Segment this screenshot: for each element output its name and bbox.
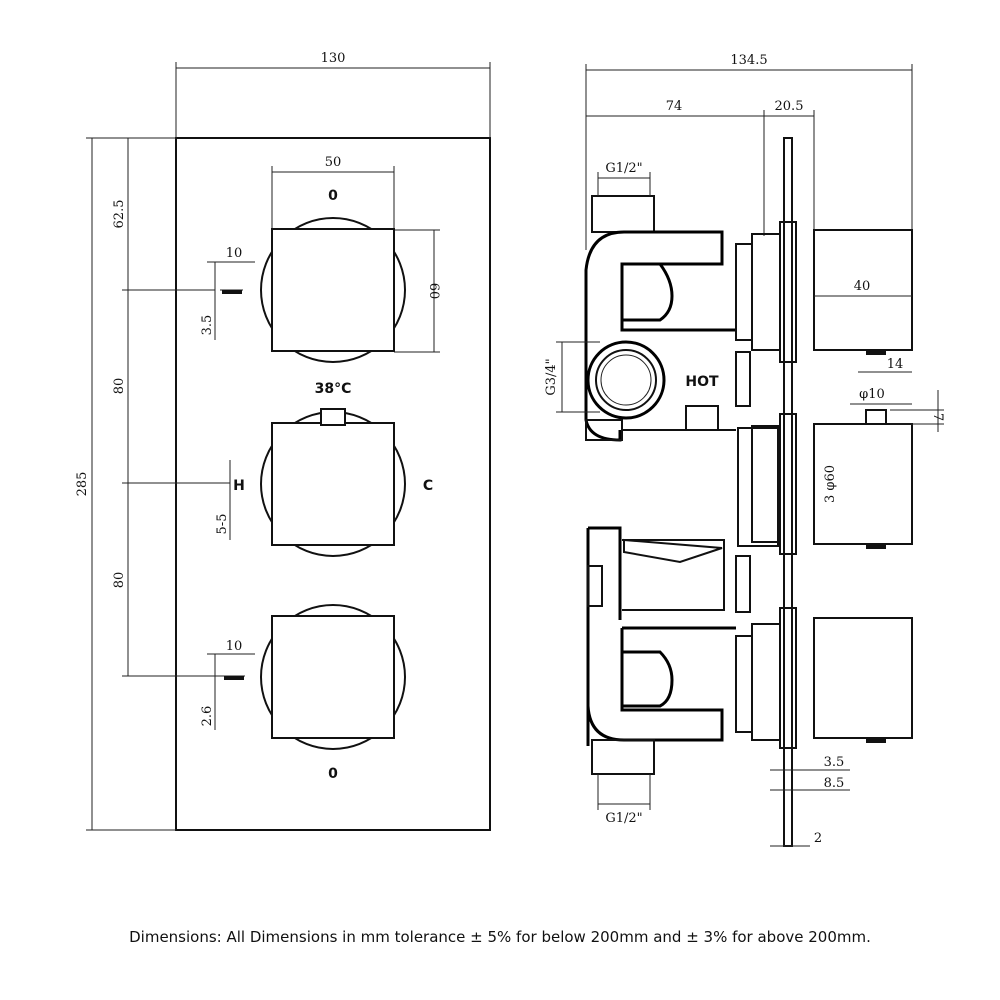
dim-lower-detail-width: 10 [226, 639, 243, 654]
hot-label: HOT [685, 374, 719, 390]
top-handle-mark: 0 [328, 188, 338, 204]
valve-body-bottom [586, 626, 736, 742]
bottom-handle [260, 604, 406, 750]
dim-handle-length: 40 [854, 279, 871, 294]
dim-pin-diameter: φ10 [859, 387, 885, 402]
side-view: 134.5 74 20.5 G1/2" G3/4" HOT [544, 53, 945, 847]
hot-inlet-port [586, 340, 666, 420]
dim-bottom-outlet: G1/2" [605, 811, 642, 826]
dim-top-inlet: G1/2" [605, 161, 642, 176]
dim-middle-detail-height: 5-5 [215, 514, 230, 535]
dim-pin-height: 7 [930, 413, 945, 421]
bottom-handle-mark: 0 [328, 766, 338, 782]
dim-upper-detail-height: 3.5 [200, 315, 215, 336]
valve-body-top [584, 230, 736, 442]
top-handle [260, 217, 406, 363]
dim-plate-thickness-b: 8.5 [824, 776, 845, 791]
dim-top-offset: 62.5 [112, 200, 127, 229]
dim-spacing-1: 80 [112, 378, 127, 395]
dim-overall-width: 130 [321, 51, 346, 66]
wall-plate [783, 137, 793, 847]
dim-plate-thickness-a: 3.5 [824, 755, 845, 770]
side-handle-middle [813, 423, 913, 545]
dim-plate-to-handle: 20.5 [775, 99, 804, 114]
dim-hot-inlet: G3/4" [544, 358, 559, 395]
cold-mark: C [423, 478, 433, 494]
dim-overall-depth: 134.5 [730, 53, 767, 68]
lower-indicator-detail [207, 653, 255, 730]
dim-handle-height: 60 [426, 283, 441, 300]
dim-lower-detail-height: 2.6 [200, 706, 215, 727]
front-view: 130 285 62.5 80 80 50 60 0 [75, 51, 491, 831]
front-plate-outline [175, 137, 491, 831]
dim-plate-thickness-c: 2 [814, 831, 822, 846]
dim-overall-height: 285 [75, 472, 90, 497]
hot-mark: H [233, 478, 245, 494]
dim-body-depth: 74 [666, 99, 683, 114]
dim-spacing-2: 80 [112, 572, 127, 589]
dim-pin-offset: 14 [887, 357, 904, 372]
middle-handle [260, 408, 406, 557]
dimensions-footnote: Dimensions: All Dimensions in mm toleran… [129, 928, 871, 946]
upper-indicator-detail [207, 261, 255, 340]
dim-handle-width: 50 [325, 155, 342, 170]
dim-upper-detail-width: 10 [226, 246, 243, 261]
side-handle-bottom [813, 617, 913, 739]
side-handle-top [813, 229, 913, 351]
dim-handle-diameter: 3 φ60 [823, 465, 838, 503]
temperature-mark: 38°C [315, 381, 352, 397]
